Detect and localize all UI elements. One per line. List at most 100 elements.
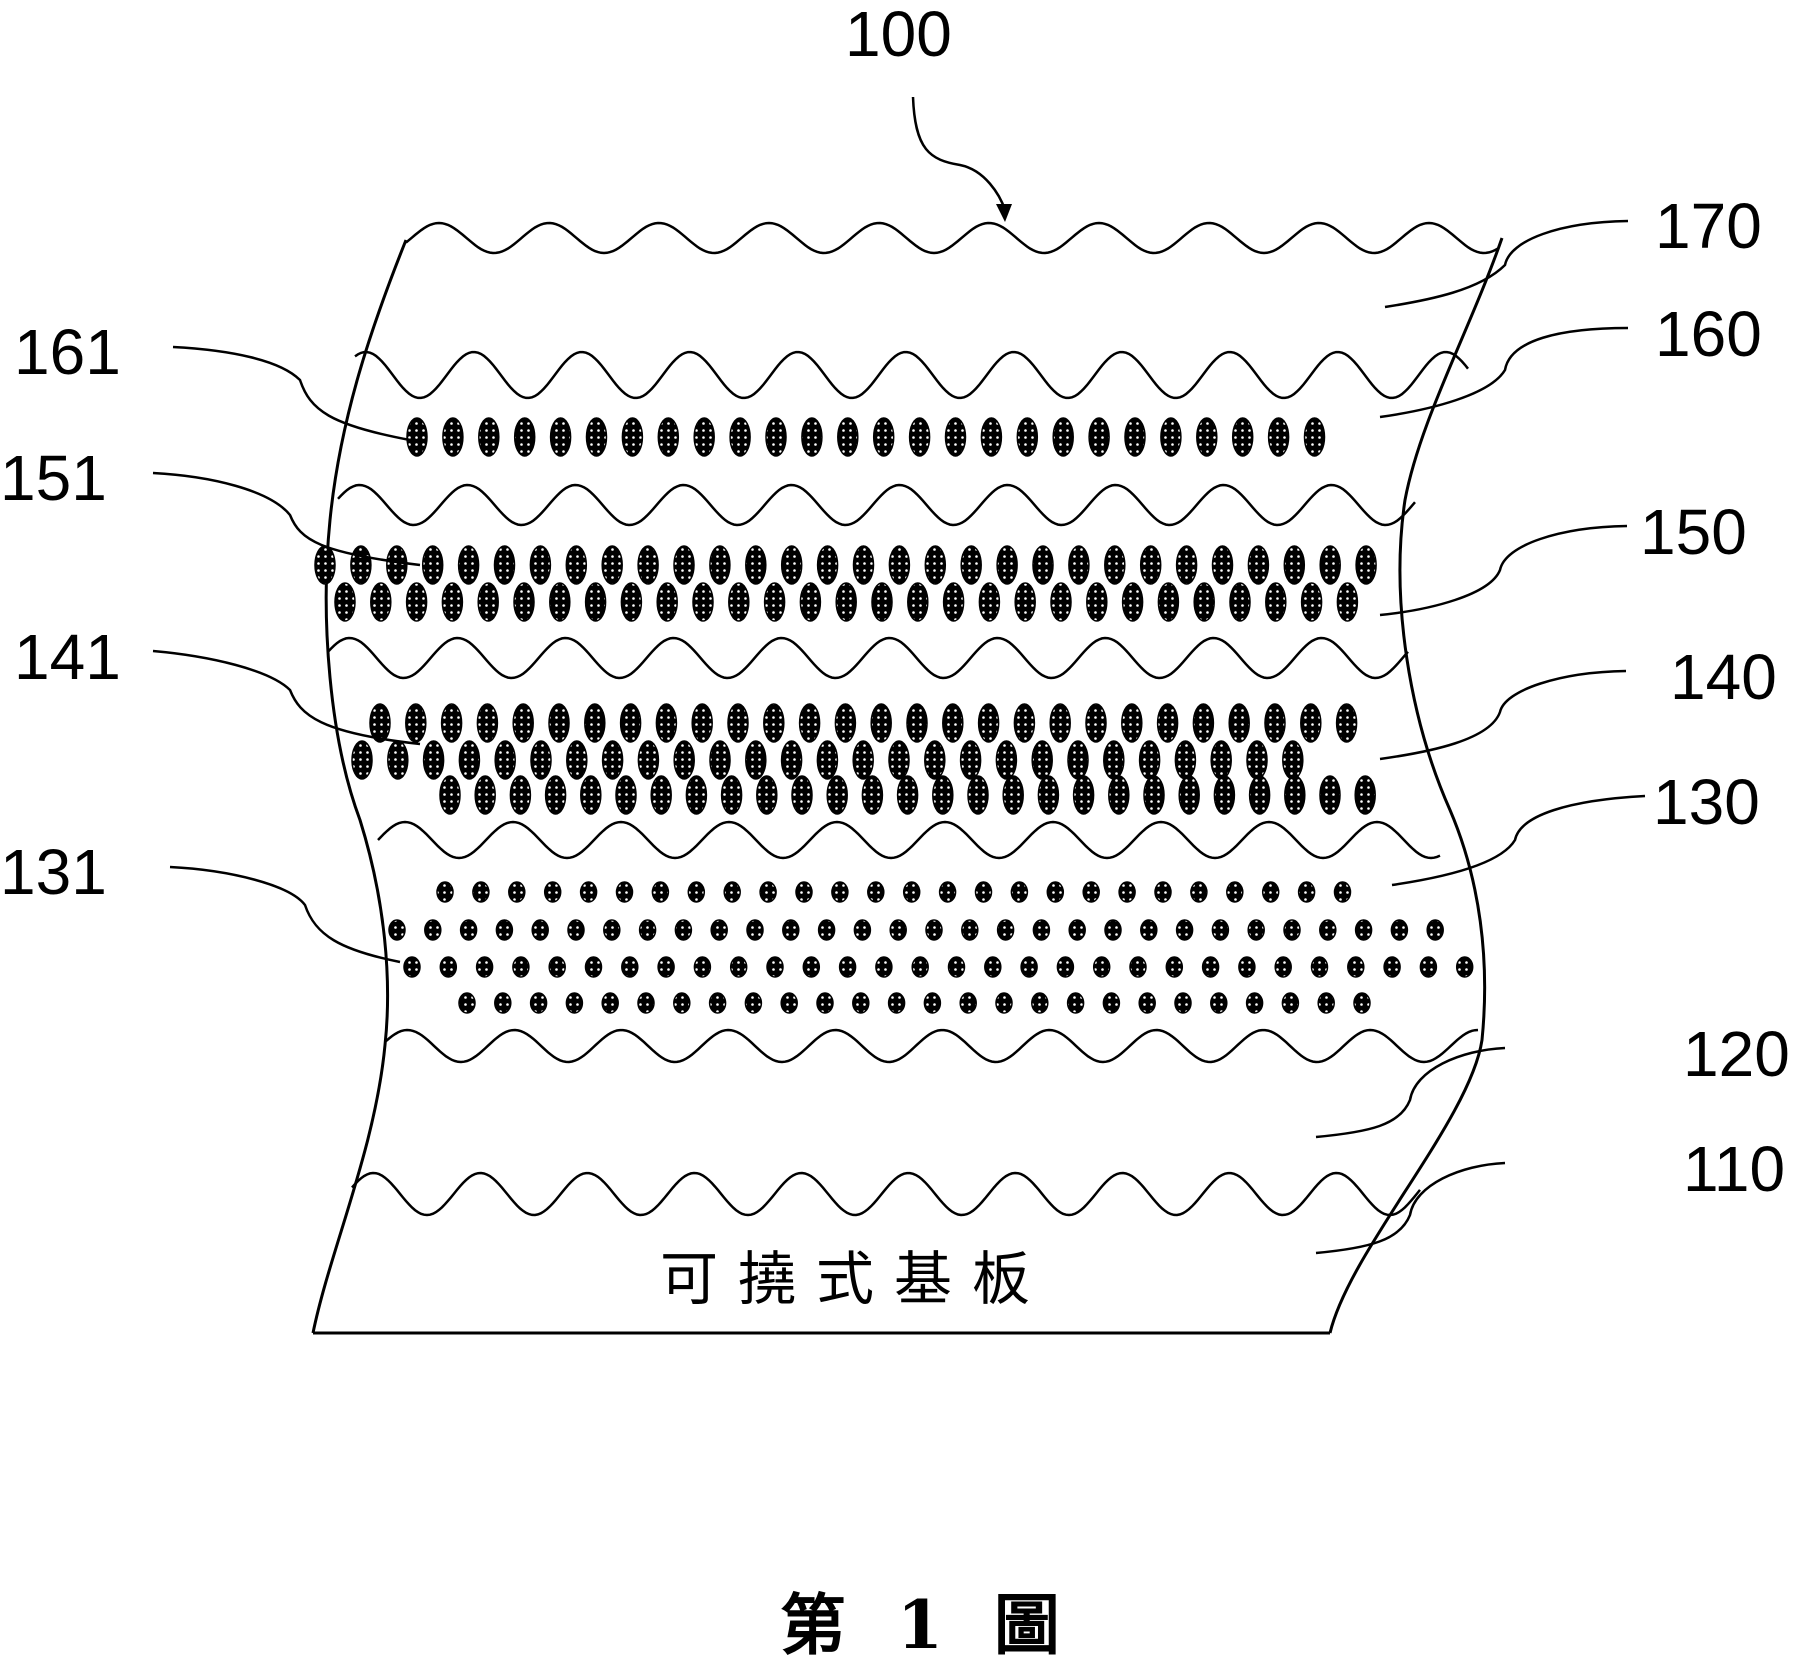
particle-151	[1247, 545, 1270, 585]
particle-151	[1319, 545, 1341, 585]
particle-151	[1121, 582, 1144, 622]
particle-141	[601, 740, 624, 780]
particle-141	[440, 703, 463, 743]
particle-141	[1246, 740, 1268, 780]
particle-141	[798, 703, 821, 743]
particle-131	[1455, 956, 1474, 978]
particle-161	[944, 417, 967, 457]
boundary-140-130	[377, 820, 1441, 860]
particle-131	[959, 992, 977, 1014]
particle-141	[1031, 740, 1053, 780]
particle-141	[756, 775, 778, 815]
particle-131	[1226, 881, 1244, 903]
particle-151	[441, 582, 464, 622]
particle-151	[960, 545, 982, 585]
particle-161	[1267, 417, 1290, 457]
particle-131	[388, 919, 406, 941]
particle-131	[638, 919, 657, 941]
particle-151	[656, 582, 678, 622]
leader-141	[152, 649, 421, 746]
particle-131	[495, 919, 514, 941]
particle-161	[478, 417, 500, 457]
particle-141	[826, 775, 848, 815]
label-130: 130	[1653, 766, 1760, 838]
leader-170	[1384, 219, 1629, 309]
particle-151	[1157, 582, 1180, 622]
particle-131	[974, 881, 993, 903]
particle-131	[925, 919, 943, 941]
particle-141	[816, 740, 839, 780]
particle-131	[1068, 919, 1086, 941]
particle-131	[439, 956, 458, 978]
particle-131	[1333, 881, 1352, 903]
particle-161	[1088, 417, 1110, 457]
particle-131	[1032, 919, 1051, 941]
particle-161	[406, 417, 428, 457]
particle-131	[508, 881, 526, 903]
particle-131	[1082, 881, 1100, 903]
label-150: 150	[1640, 496, 1747, 568]
particle-161	[442, 417, 464, 457]
particle-151	[493, 545, 516, 585]
particle-141	[1103, 740, 1125, 780]
particle-141	[1300, 703, 1322, 743]
particle-141	[458, 740, 481, 780]
particle-151	[421, 545, 444, 585]
particle-131	[1353, 992, 1371, 1014]
particle-131	[615, 881, 634, 903]
particle-161	[872, 417, 895, 457]
particle-161	[729, 417, 751, 457]
particle-131	[458, 992, 476, 1014]
particle-131	[1031, 992, 1049, 1014]
particle-151	[1014, 582, 1036, 622]
particle-141	[727, 703, 749, 743]
particle-131	[1129, 956, 1147, 978]
particle-141	[369, 703, 391, 743]
particle-151	[888, 545, 911, 585]
particle-151	[1193, 582, 1215, 622]
particle-151	[1086, 582, 1108, 622]
particle-141	[763, 703, 785, 743]
particle-131	[512, 956, 530, 978]
particle-141	[780, 740, 803, 780]
particle-151	[1300, 582, 1323, 622]
particle-141	[1228, 703, 1250, 743]
particle-131	[1261, 881, 1280, 903]
particle-141	[1049, 703, 1071, 743]
particle-141	[650, 775, 672, 815]
particle-131	[1092, 956, 1111, 978]
particle-131	[1354, 919, 1373, 941]
particle-141	[709, 740, 731, 780]
particle-141	[619, 703, 642, 743]
particle-141	[1138, 740, 1161, 780]
particle-131	[802, 956, 821, 978]
label-100: 100	[845, 0, 952, 70]
flexible-substrate-text: 可撓式基板	[660, 1245, 1051, 1313]
particle-131	[1102, 992, 1121, 1014]
particle-141	[791, 775, 813, 815]
particle-131	[1138, 992, 1156, 1014]
particle-161	[1124, 417, 1146, 457]
particle-131	[961, 919, 979, 941]
particle-141	[691, 703, 713, 743]
particle-131	[1390, 919, 1409, 941]
particle-141	[1213, 775, 1236, 815]
particle-141	[977, 703, 1000, 743]
particle-141	[1067, 740, 1089, 780]
particle-141	[888, 740, 910, 780]
particle-rows	[314, 417, 1474, 1014]
particle-141	[1072, 775, 1095, 815]
particle-131	[1165, 956, 1184, 978]
particle-131	[657, 956, 675, 978]
particle-141	[544, 775, 567, 815]
boundary-top	[405, 221, 1499, 255]
leader-lines	[152, 96, 1646, 1255]
particle-141	[387, 740, 409, 780]
particle-151	[386, 545, 408, 585]
particle-131	[889, 919, 907, 941]
particle-141	[1143, 775, 1165, 815]
particle-151	[763, 582, 786, 622]
particle-131	[1211, 919, 1230, 941]
leader-161	[172, 345, 411, 442]
